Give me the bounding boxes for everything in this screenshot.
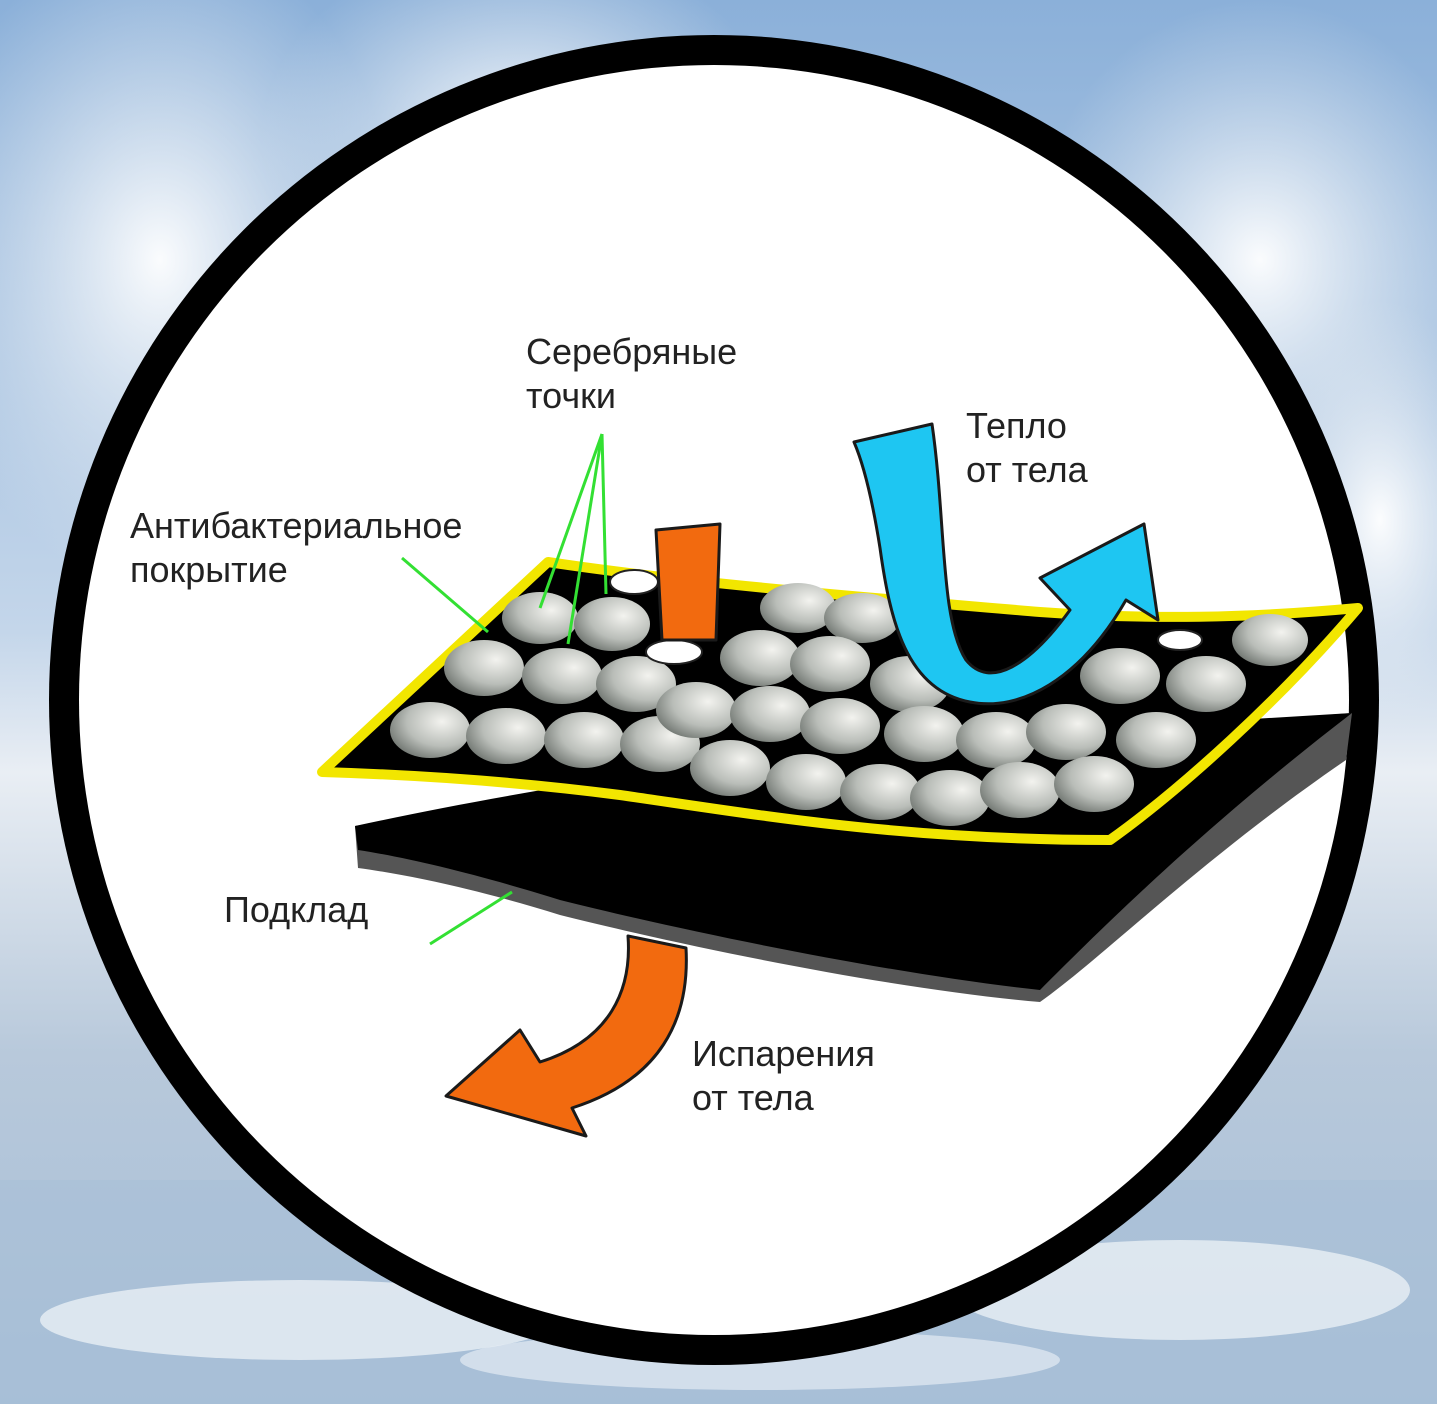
vapor-arrow-top-icon (654, 522, 722, 642)
silver-dots-label-line1: Серебряные (526, 331, 738, 372)
evaporation-label: Испарения от тела (692, 1032, 875, 1120)
lining-label-text: Подклад (224, 889, 369, 930)
lining-label: Подклад (224, 888, 368, 932)
silver-dots-label: Серебряные точки (526, 330, 737, 418)
evaporation-label-line2: от тела (692, 1077, 814, 1118)
evaporation-label-line1: Испарения (692, 1033, 875, 1074)
vapor-arrow-icon (444, 934, 688, 1138)
antibacterial-label-line1: Антибактериальное (130, 505, 463, 546)
body-heat-label: Тепло от тела (966, 404, 1088, 492)
antibacterial-coating-label: Антибактериальное покрытие (130, 504, 462, 592)
leader-lines (401, 433, 608, 946)
body-heat-label-line1: Тепло (966, 405, 1067, 446)
silver-dots-label-line2: точки (526, 375, 616, 416)
heat-arrow-icon (852, 422, 1160, 706)
layer-holes (609, 569, 1203, 665)
body-heat-label-line2: от тела (966, 449, 1088, 490)
silver-dots (390, 583, 1308, 826)
antibacterial-label-line2: покрытие (130, 549, 288, 590)
